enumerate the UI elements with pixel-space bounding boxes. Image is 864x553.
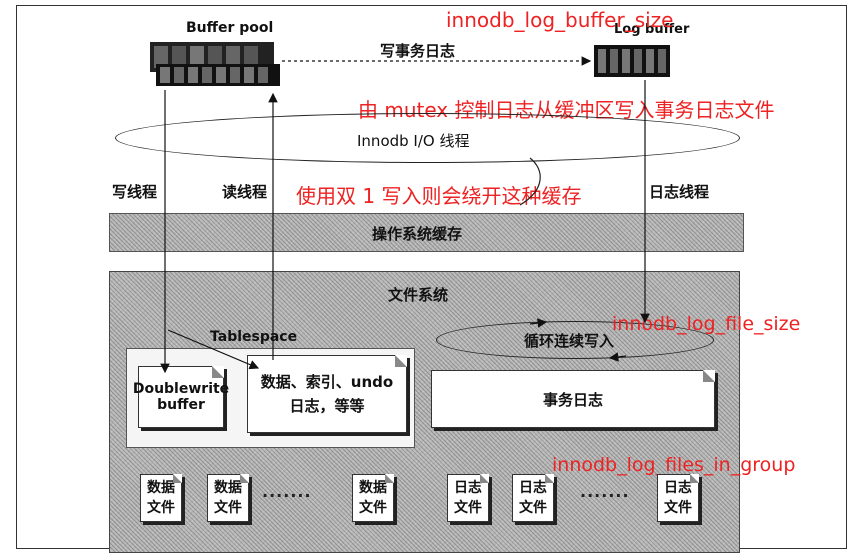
os-cache-label: 操作系统缓存 — [372, 225, 463, 243]
data-file: 数据 文件 — [140, 474, 182, 522]
filesystem-label: 文件系统 — [388, 286, 449, 304]
buffer-pool-label: Buffer pool — [186, 20, 274, 36]
bypass-curve — [519, 157, 541, 206]
annotation-log-file-size: innodb_log_file_size — [612, 313, 801, 335]
log-file: 日志 文件 — [447, 474, 489, 522]
data-index-doc: 数据、索引、undo 日志，等等 — [247, 355, 407, 433]
write-thread-label: 写线程 — [112, 183, 158, 201]
write-txn-log-label: 写事务日志 — [380, 42, 456, 60]
circular-arrow-top — [529, 318, 548, 328]
log-files-ellipsis: ······· — [580, 486, 630, 505]
annotation-double1-note: 使用双 1 写入则会绕开这种缓存 — [296, 184, 582, 208]
log-buffer-label: Log buffer — [614, 22, 690, 37]
circular-arrow-bottom — [608, 352, 627, 362]
data-index-label: 数据、索引、undo 日志，等等 — [260, 373, 394, 415]
data-file: 数据 文件 — [207, 474, 249, 522]
txn-log-doc: 事务日志 — [431, 370, 715, 428]
log-file: 日志 文件 — [512, 474, 554, 522]
doublewrite-buffer-doc: Doublewrite buffer — [133, 366, 229, 428]
read-thread-label: 读线程 — [222, 183, 268, 201]
circular-write-label: 循环连续写入 — [524, 332, 615, 350]
doublewrite-to-data-arrow — [167, 329, 260, 370]
annotation-log-buffer-size: innodb_log_buffer_size — [446, 8, 674, 32]
data-files-ellipsis: ······· — [262, 486, 312, 505]
os-cache-band — [109, 213, 744, 252]
data-file: 数据 文件 — [352, 474, 394, 522]
log-buffer-chip-icon — [594, 45, 670, 77]
io-thread-label: Innodb I/O 线程 — [357, 132, 470, 150]
tablespace-label: Tablespace — [210, 329, 298, 345]
txn-log-label: 事务日志 — [542, 390, 603, 409]
buffer-pool-chip-icon — [150, 42, 280, 86]
io-thread-ellipse — [115, 113, 740, 163]
annotation-log-files-in-group: innodb_log_files_in_group — [552, 454, 796, 476]
circular-write-ellipse — [436, 321, 714, 359]
doublewrite-buffer-label: Doublewrite buffer — [132, 381, 230, 413]
log-thread-label: 日志线程 — [649, 183, 710, 201]
log-file: 日志 文件 — [657, 474, 699, 522]
